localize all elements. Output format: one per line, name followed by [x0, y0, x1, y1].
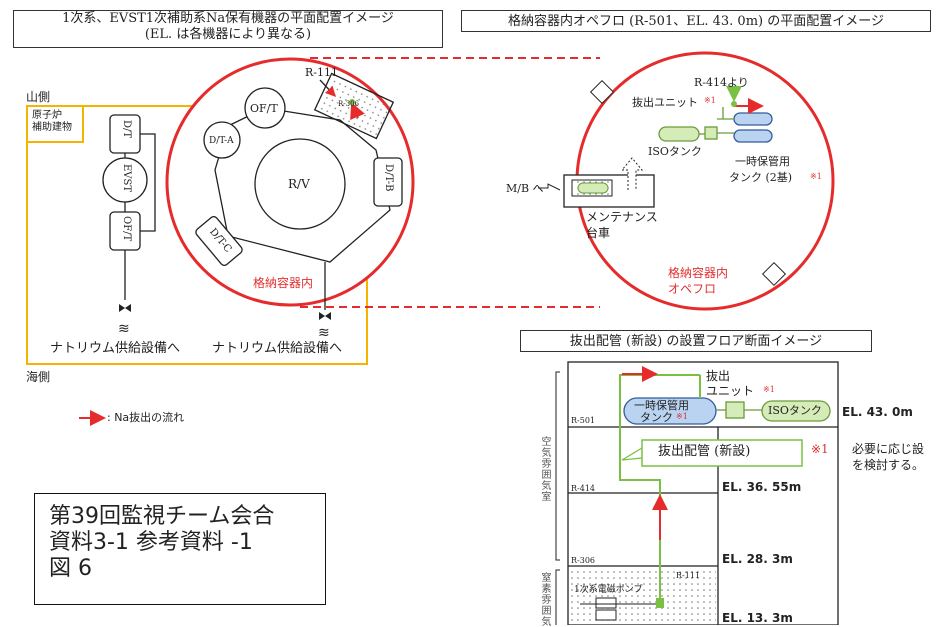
temp-tank-label-1: 一時保管用 [735, 155, 790, 168]
reference-box: 第39回監視チーム会合 資料3-1 参考資料 -1 図 6 [34, 493, 326, 605]
reference-line2: 資料3-1 参考資料 -1 [49, 530, 253, 555]
extraction-unit-note: ※1 [704, 96, 716, 105]
rv-label: R/V [288, 177, 310, 191]
new-pipe-callout [641, 439, 803, 467]
reference-line3: 図 6 [49, 556, 92, 581]
from-r414-label: R-414より [694, 76, 749, 89]
floor-r414-label: R-414 [571, 484, 595, 493]
section-note-text-2: を検討する。 [852, 458, 925, 472]
section-extraction-label-1: 抜出 [706, 369, 731, 383]
iso-tank-label: ISOタンク [648, 145, 702, 158]
opfloor-label-2: オペフロ [668, 282, 717, 296]
nitrogen-atmosphere-label: 窒素雰囲気 [539, 572, 550, 627]
pump-label: 1次系電磁ポンプ [574, 585, 643, 595]
sodium-supply-label-2: ナトリウム供給設備へ [212, 341, 343, 356]
evst-label: EVST [121, 164, 132, 193]
mountain-side-label: 山側 [26, 90, 51, 104]
extraction-unit-shape [704, 126, 718, 140]
left-title-box: 1次系、EVST1次補助系Na保有機器の平面配置イメージ (EL. は各機器によ… [13, 10, 443, 48]
temp-tank-2 [733, 129, 773, 143]
aux-building-box [26, 105, 84, 143]
extraction-unit-label: 抜出ユニット [632, 96, 698, 109]
section-title-box: 抜出配管 (新設) の設置フロア断面イメージ [520, 330, 872, 352]
air-atmosphere-label: 空気雰囲気室 [539, 436, 550, 502]
containment-label: 格納容器内 [253, 276, 314, 290]
floor-r306-elevation: EL. 28. 3m [722, 552, 793, 566]
section-extraction-label-2: ユニット [706, 384, 755, 398]
section-title: 抜出配管 (新設) の設置フロア断面イメージ [569, 334, 823, 349]
floor-r111-label: R-111 [676, 571, 700, 580]
maint-cart-label-2: 台車 [586, 226, 611, 240]
dta-label: D/T-A [209, 136, 234, 146]
aux-building-label-2: 補助建物 [32, 122, 72, 133]
dtb-label: D/T-B [383, 164, 394, 192]
section-iso-tank [761, 400, 831, 422]
mb-label: M/B へ [506, 182, 544, 195]
oft-label: OF/T [250, 102, 278, 115]
left-title-line1: 1次系、EVST1次補助系Na保有機器の平面配置イメージ [62, 11, 394, 26]
valve-right [319, 312, 331, 320]
temp-tank-label-2: タンク (2基) [729, 171, 793, 184]
opfloor-label-1: 格納容器内 [668, 266, 729, 280]
maint-cart-label-1: メンテナンス [586, 210, 658, 224]
section-extraction-note: ※1 [763, 385, 775, 394]
valve-left [119, 304, 131, 312]
section-iso-tank-label: ISOタンク [768, 404, 822, 417]
reference-line1: 第39回監視チーム会合 [49, 504, 275, 529]
legend-flow-label: : Na抜出の流れ [107, 411, 185, 424]
dtb-tank [373, 157, 403, 207]
reactor-vessel [254, 138, 346, 230]
floor-r111-elevation: EL. 13. 3m [722, 611, 793, 625]
floor-r414-elevation: EL. 36. 55m [722, 480, 802, 494]
evst-vessel [102, 157, 148, 203]
dta-tank [203, 121, 241, 159]
floor-r501-label: R-501 [571, 416, 595, 425]
sodium-supply-label-1: ナトリウム供給設備へ [50, 341, 181, 356]
section-temp-tank [623, 397, 717, 425]
temp-tank-note: ※1 [810, 172, 822, 181]
section-note-mark: ※1 [811, 442, 829, 456]
section-note-text-1: 必要に応じ設 [852, 442, 925, 456]
section-extraction-unit [725, 401, 745, 419]
oft-tank [244, 87, 286, 129]
dt-label: D/T [121, 120, 132, 139]
r306-label: R-306 [338, 100, 359, 108]
r111-label: R-111 [305, 66, 338, 79]
oft-left-label: OF/T [121, 216, 132, 242]
dtc-tank [195, 216, 243, 266]
floor-r306-label: R-306 [571, 556, 595, 565]
aux-building-label-1: 原子炉 [32, 110, 62, 121]
temp-tank-1 [733, 112, 773, 126]
left-title-line2: (EL. は各機器により異なる) [144, 27, 312, 42]
section-temp-tank-label-2: タンク [640, 411, 673, 424]
iso-tank-shape [658, 126, 700, 142]
right-title: 格納容器内オペフロ (R-501、EL. 43. 0m) の平面配置イメージ [508, 14, 884, 29]
svg-text:≋: ≋ [318, 325, 330, 341]
section-temp-tank-note: ※1 [676, 412, 688, 421]
right-title-box: 格納容器内オペフロ (R-501、EL. 43. 0m) の平面配置イメージ [461, 10, 931, 32]
new-pipe-label: 抜出配管 (新設) [658, 444, 751, 459]
svg-text:≋: ≋ [118, 321, 130, 337]
section-temp-tank-label-1: 一時保管用 [634, 399, 689, 412]
floor-r501-elevation: EL. 43. 0m [842, 405, 913, 419]
sea-side-label: 海側 [26, 370, 51, 384]
